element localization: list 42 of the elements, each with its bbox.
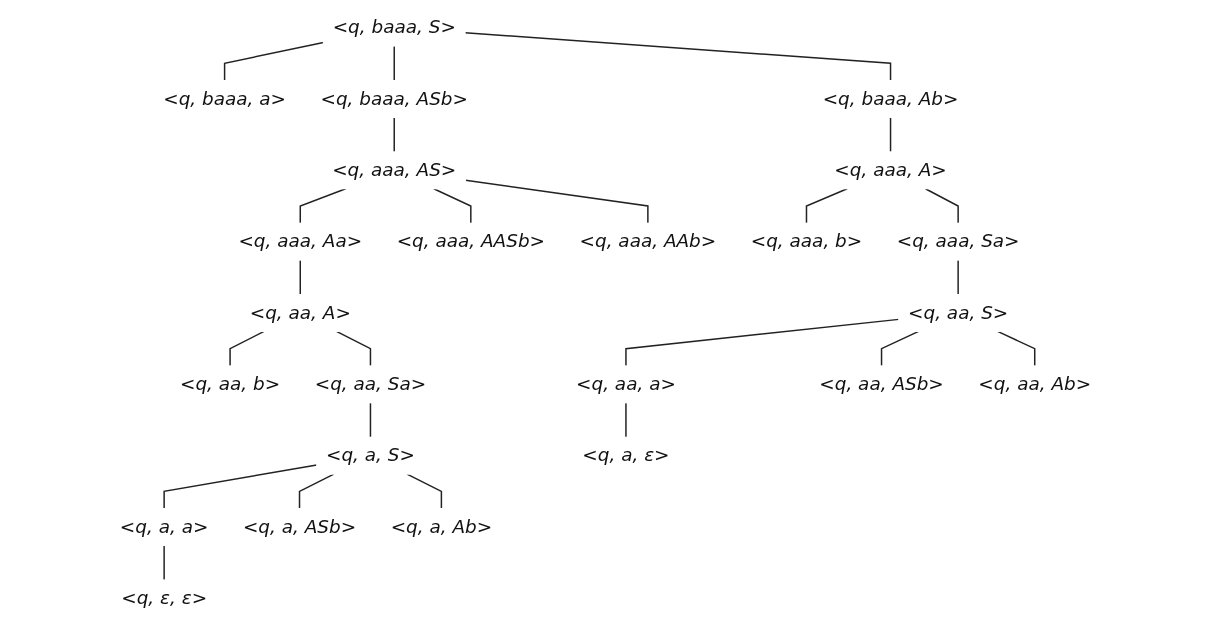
node-text: <q, a, Ab> xyxy=(390,515,493,538)
node-text: <q, baaa, ASb> xyxy=(320,87,468,110)
connector xyxy=(924,187,959,224)
node-text: <q, aaa, AASb> xyxy=(396,230,546,253)
connector xyxy=(298,473,335,510)
node-text: <q, baaa, S> xyxy=(332,16,456,38)
node-text: <q, aaa, A> xyxy=(834,158,947,181)
connector xyxy=(163,544,165,581)
node-text: <q, aaa, Aa> xyxy=(238,230,363,253)
node-text: <q, aa, Sa> xyxy=(314,372,427,395)
node-text: <q, a, S> xyxy=(325,444,415,467)
connector xyxy=(433,187,472,224)
connector xyxy=(996,330,1036,367)
connector xyxy=(335,330,372,367)
node-text: <q, aaa, Sa> xyxy=(896,230,1020,253)
node-text: <q, aa, Ab> xyxy=(978,372,1092,395)
node-text: <q, a, ASb> xyxy=(242,515,357,538)
connector xyxy=(406,473,443,510)
connector xyxy=(393,45,395,82)
connector xyxy=(957,259,959,296)
node-text: <q, aa, b> xyxy=(179,372,281,395)
node-text: <q, aaa, b> xyxy=(750,230,863,253)
connector xyxy=(369,402,372,439)
node-text: <q, aa, S> xyxy=(908,301,1009,324)
connector xyxy=(625,402,627,439)
node-text: <q, baaa, a> xyxy=(163,87,286,110)
node-text: <q, baaa, Ab> xyxy=(822,87,959,110)
connector xyxy=(889,116,892,153)
node-text: <q, ε, ε> xyxy=(121,586,208,609)
connector xyxy=(229,330,265,367)
node-text: <q, aa, a> xyxy=(576,372,676,395)
node-text: <q, aaa, AS> xyxy=(332,158,457,181)
connector xyxy=(880,330,920,367)
node-text: <q, a, a> xyxy=(119,515,209,538)
node-text: <q, aaa, AAb> xyxy=(579,230,717,253)
connector xyxy=(299,259,301,296)
node-text: <q, aa, ASb> xyxy=(819,372,944,395)
connector xyxy=(393,116,395,153)
node-text: <q, aa, A> xyxy=(249,301,351,324)
node-text: <q, a, ε> xyxy=(582,444,670,467)
connector xyxy=(805,187,848,224)
connector xyxy=(299,187,347,224)
